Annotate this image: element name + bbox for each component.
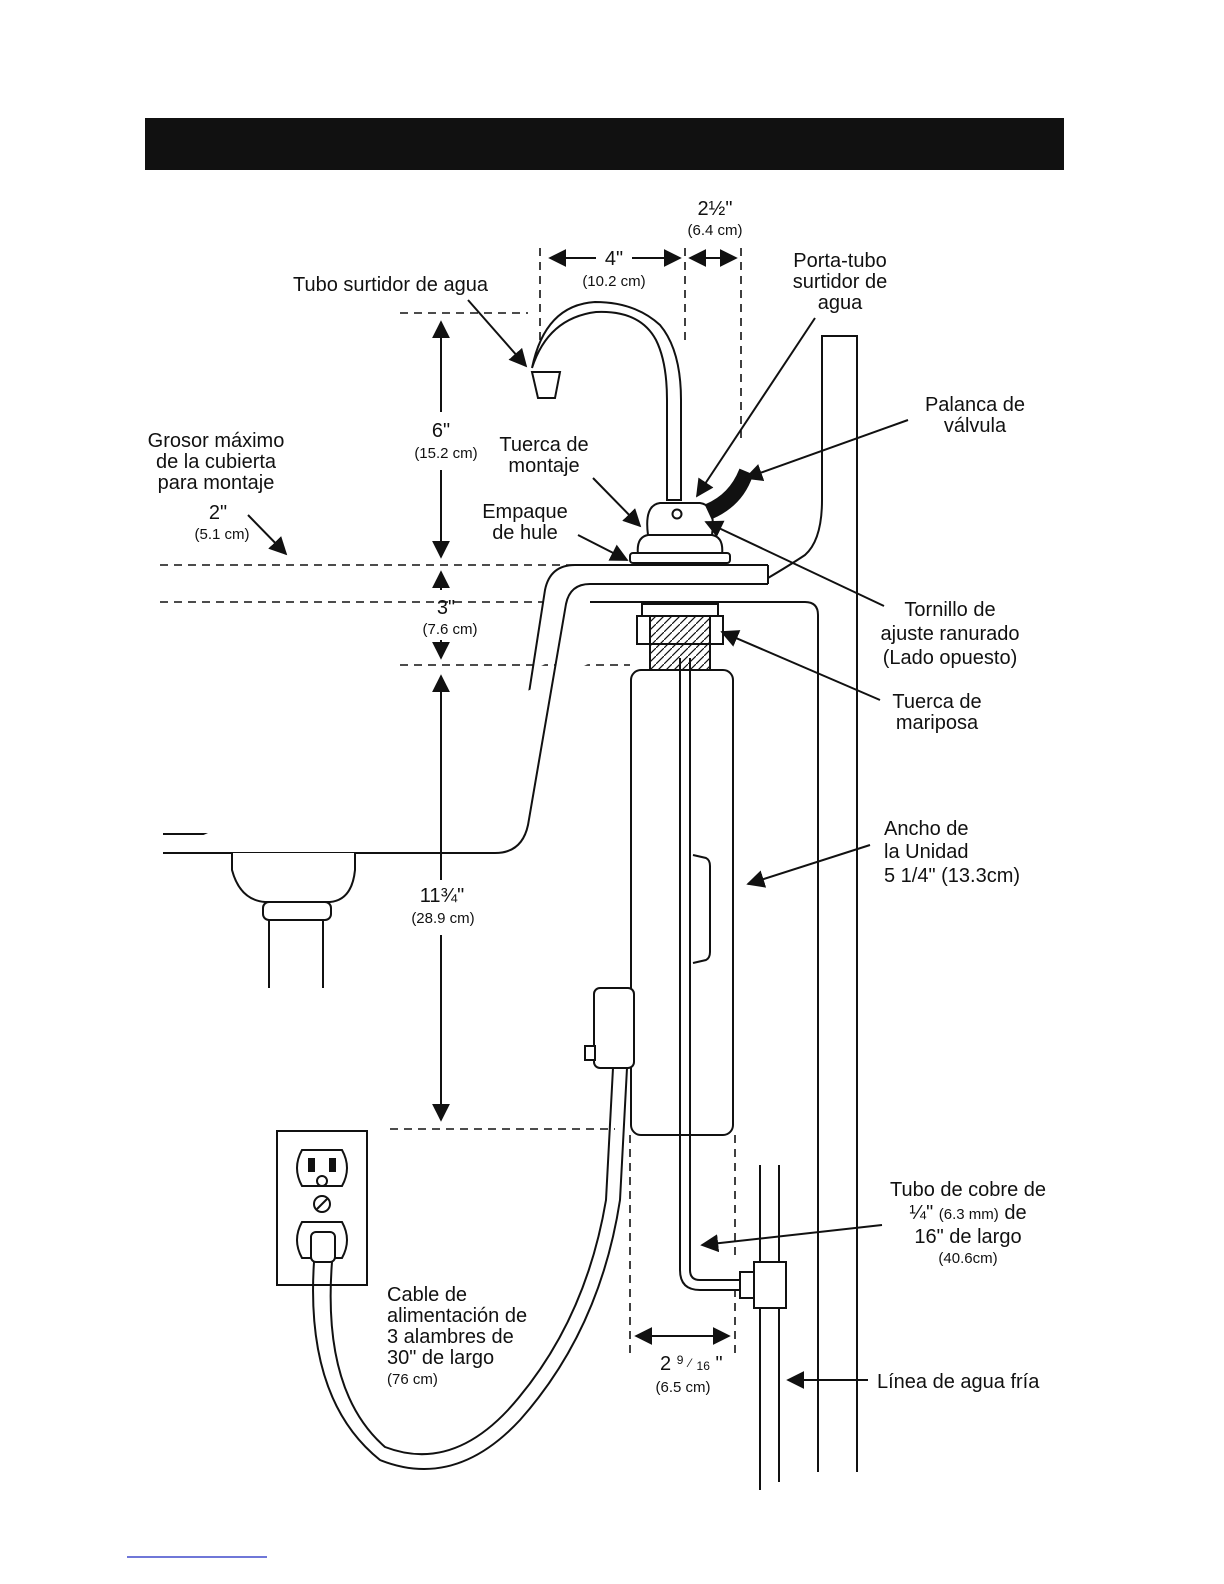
- label-max-thickness-3: para montaje: [158, 472, 275, 494]
- label-copper-tube-1: Tubo de cobre de: [890, 1179, 1046, 1201]
- dim-max-counter: 2": [209, 502, 227, 524]
- power-cord: [310, 1067, 628, 1470]
- label-wing-nut-2: mariposa: [896, 712, 979, 734]
- dim-unit-height-metric: (28.9 cm): [411, 910, 474, 927]
- label-copper-tube-2: 16" de largo: [914, 1226, 1021, 1248]
- dim-counter-to-unit: 3": [437, 597, 455, 619]
- label-copper-tube-3: (40.6cm): [938, 1250, 997, 1267]
- dim-unit-depth-metric: (6.5 cm): [655, 1379, 710, 1396]
- label-adjust-screw-3: (Lado opuesto): [883, 647, 1018, 669]
- component-labels: Tubo surtidor de agua Porta-tubo surtido…: [148, 250, 1046, 1393]
- label-spout-holder-2: surtidor de: [793, 271, 888, 293]
- label-rubber-gasket-2: de hule: [492, 522, 558, 544]
- dim-spout-reach-metric: (10.2 cm): [582, 273, 645, 290]
- dim-unit-depth-den: 16: [697, 1359, 711, 1373]
- copper-size-tail: de: [1004, 1202, 1026, 1224]
- dim-spout-height-metric: (15.2 cm): [414, 445, 477, 462]
- dim-unit-height: 11¾": [420, 885, 465, 907]
- threaded-shank: [636, 603, 724, 671]
- dimension-texts: 4" (10.2 cm) 2½" (6.4 cm) 6" (15.2 cm) 2…: [194, 198, 742, 1396]
- dim-unit-depth-whole: 2: [660, 1353, 671, 1375]
- label-unit-width-3: 5 1/4" (13.3cm): [884, 865, 1020, 887]
- copper-size-metric: (6.3 mm): [939, 1206, 999, 1223]
- label-adjust-screw-2: ajuste ranurado: [881, 623, 1020, 645]
- label-unit-width-1: Ancho de: [884, 818, 969, 840]
- label-copper-tube-size: ¼" (6.3 mm) de: [909, 1202, 1026, 1224]
- label-power-cable-4: 30" de largo: [387, 1347, 494, 1369]
- label-unit-width-2: la Unidad: [884, 841, 969, 863]
- dim-spout-reach: 4": [605, 248, 623, 270]
- label-cold-water: Línea de agua fría: [877, 1371, 1040, 1393]
- sink: [163, 564, 768, 988]
- dim-spout-height: 6": [432, 420, 450, 442]
- label-power-cable-5: (76 cm): [387, 1371, 438, 1388]
- dim-holder-offset: 2½": [698, 198, 733, 220]
- label-spout: Tubo surtidor de agua: [293, 274, 489, 296]
- cold-water-pipe: [739, 1165, 787, 1490]
- leader-arrows: [247, 299, 909, 1389]
- label-mounting-nut-2: montaje: [508, 455, 579, 477]
- label-rubber-gasket-1: Empaque: [482, 501, 568, 523]
- reference-lines: [160, 248, 742, 1358]
- label-max-thickness-2: de la cubierta: [156, 451, 277, 473]
- label-valve-lever-1: Palanca de: [925, 394, 1025, 416]
- label-mounting-nut-1: Tuerca de: [499, 434, 588, 456]
- dim-counter-to-unit-metric: (7.6 cm): [422, 621, 477, 638]
- cabinet-wall: [590, 335, 858, 1472]
- dim-unit-depth: 2 9 ⁄ 16 ": [660, 1347, 723, 1375]
- copper-size-imperial: ¼": [909, 1202, 933, 1224]
- dimension-arrows: [432, 249, 738, 1345]
- dim-unit-depth-quote: ": [715, 1353, 722, 1375]
- label-spout-holder-3: agua: [818, 292, 863, 314]
- label-max-thickness-1: Grosor máximo: [148, 430, 285, 452]
- label-spout-holder-1: Porta-tubo: [793, 250, 886, 272]
- label-valve-lever-2: válvula: [944, 415, 1007, 437]
- label-adjust-screw-1: Tornillo de: [904, 599, 995, 621]
- dim-max-counter-metric: (5.1 cm): [194, 526, 249, 543]
- label-power-cable-3: 3 alambres de: [387, 1326, 514, 1348]
- label-power-cable-2: alimentación de: [387, 1305, 527, 1327]
- dim-holder-offset-metric: (6.4 cm): [687, 222, 742, 239]
- label-power-cable-1: Cable de: [387, 1284, 467, 1306]
- footer-link-underline: [127, 1556, 267, 1558]
- heater-unit: [584, 658, 744, 1291]
- label-wing-nut-1: Tuerca de: [892, 691, 981, 713]
- dim-unit-depth-num: 9: [677, 1353, 684, 1367]
- faucet: [530, 300, 754, 564]
- header-bar: [145, 118, 1064, 170]
